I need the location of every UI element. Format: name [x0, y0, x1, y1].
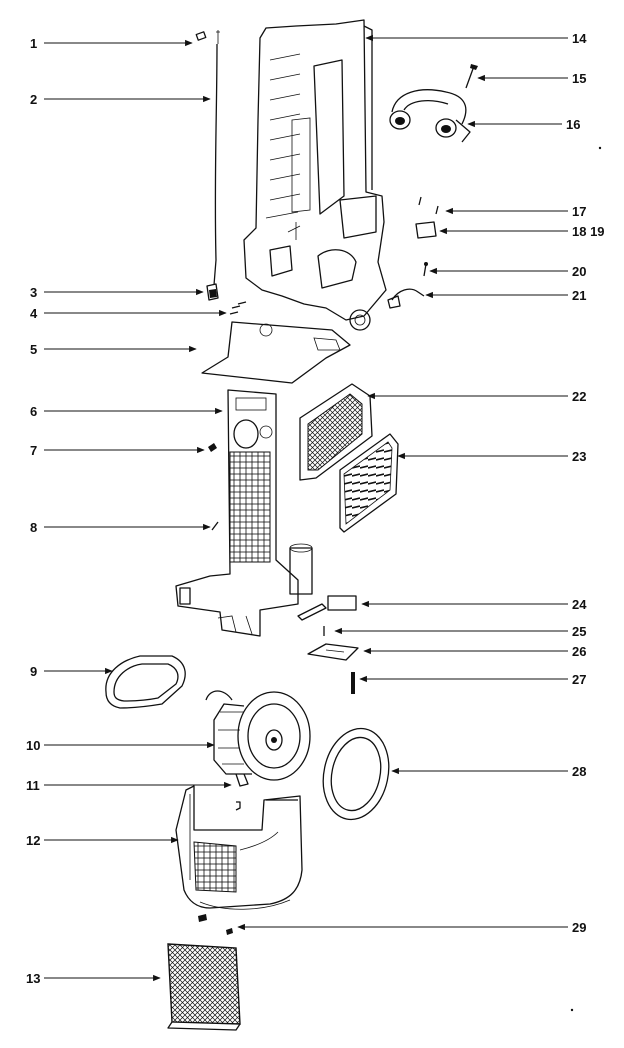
part-4-pins: [229, 301, 247, 315]
label-1: 1: [30, 36, 37, 51]
callout-25: 25: [334, 624, 586, 639]
callout-28: 28: [391, 764, 586, 779]
callout-12: 12: [26, 833, 179, 848]
label-21: 21: [572, 288, 586, 303]
part-11-fastener: [235, 801, 241, 811]
part-12-lower-housing: [175, 785, 303, 910]
callout-5: 5: [30, 342, 197, 357]
part-9-gasket: [105, 655, 186, 709]
part-26-plate: [307, 643, 359, 661]
part-21-lever: [387, 288, 425, 309]
label-3: 3: [30, 285, 37, 300]
callout-22: 22: [367, 389, 586, 404]
part-24-bracket: [297, 595, 357, 621]
label-18-19: 18 19: [572, 224, 605, 239]
label-29: 29: [572, 920, 586, 935]
label-10: 10: [26, 738, 40, 753]
callout-27: 27: [359, 672, 586, 687]
part-3-clip: [206, 283, 219, 301]
label-2: 2: [30, 92, 37, 107]
label-14: 14: [572, 31, 587, 46]
part-6-chassis: [175, 389, 313, 637]
part-2-cord: [213, 30, 220, 286]
label-13: 13: [26, 971, 40, 986]
part-13-filter-pad: [167, 943, 241, 1031]
part-27-rod: [351, 672, 355, 694]
label-12: 12: [26, 833, 40, 848]
callout-2: 2: [30, 92, 211, 107]
label-4: 4: [30, 306, 38, 321]
label-6: 6: [30, 404, 37, 419]
callout-20: 20: [429, 264, 586, 279]
part-18-19-latch: [415, 221, 437, 239]
part-28-ring: [322, 727, 390, 821]
callout-1: 1: [30, 36, 193, 51]
callout-18-19: 18 19: [439, 224, 605, 239]
speck-1: [598, 146, 602, 150]
callout-14: 14: [365, 31, 587, 46]
label-5: 5: [30, 342, 37, 357]
part-10-motor: [205, 690, 311, 787]
callout-3: 3: [30, 285, 204, 300]
callout-13: 13: [26, 971, 161, 986]
part-29-screws: [198, 914, 233, 935]
part-8-screw: [211, 521, 219, 531]
label-22: 22: [572, 389, 586, 404]
label-16: 16: [566, 117, 580, 132]
callout-9: 9: [30, 664, 113, 679]
callout-17: 17: [445, 204, 586, 219]
part-5-plate: [201, 321, 351, 384]
part-20-pin: [423, 262, 428, 277]
callout-29: 29: [237, 920, 586, 935]
label-27: 27: [572, 672, 586, 687]
part-16-handle: [389, 89, 471, 143]
label-15: 15: [572, 71, 586, 86]
callout-26: 26: [363, 644, 586, 659]
label-9: 9: [30, 664, 37, 679]
label-7: 7: [30, 443, 37, 458]
part-14-rear-housing: [243, 19, 387, 331]
label-23: 23: [572, 449, 586, 464]
callout-10: 10: [26, 738, 215, 753]
callout-8: 8: [30, 520, 211, 535]
label-20: 20: [572, 264, 586, 279]
label-25: 25: [572, 624, 586, 639]
part-22-filter-cover: [299, 383, 373, 481]
part-15-screw: [465, 64, 478, 89]
part-23-grille: [339, 433, 399, 533]
callout-11: 11: [26, 778, 232, 793]
label-24: 24: [572, 597, 587, 612]
callout-24: 24: [361, 597, 587, 612]
part-17-screws: [418, 196, 439, 215]
label-26: 26: [572, 644, 586, 659]
speck-2: [570, 1008, 574, 1012]
label-28: 28: [572, 764, 586, 779]
callout-21: 21: [425, 288, 586, 303]
callout-23: 23: [397, 449, 586, 464]
callout-6: 6: [30, 404, 223, 419]
part-1-plug: [195, 31, 207, 41]
callout-4: 4: [30, 306, 227, 321]
label-11: 11: [26, 778, 40, 793]
callout-16: 16: [467, 117, 580, 132]
label-17: 17: [572, 204, 586, 219]
callout-15: 15: [477, 71, 586, 86]
part-7-screw: [208, 443, 217, 452]
label-8: 8: [30, 520, 37, 535]
callout-7: 7: [30, 443, 205, 458]
